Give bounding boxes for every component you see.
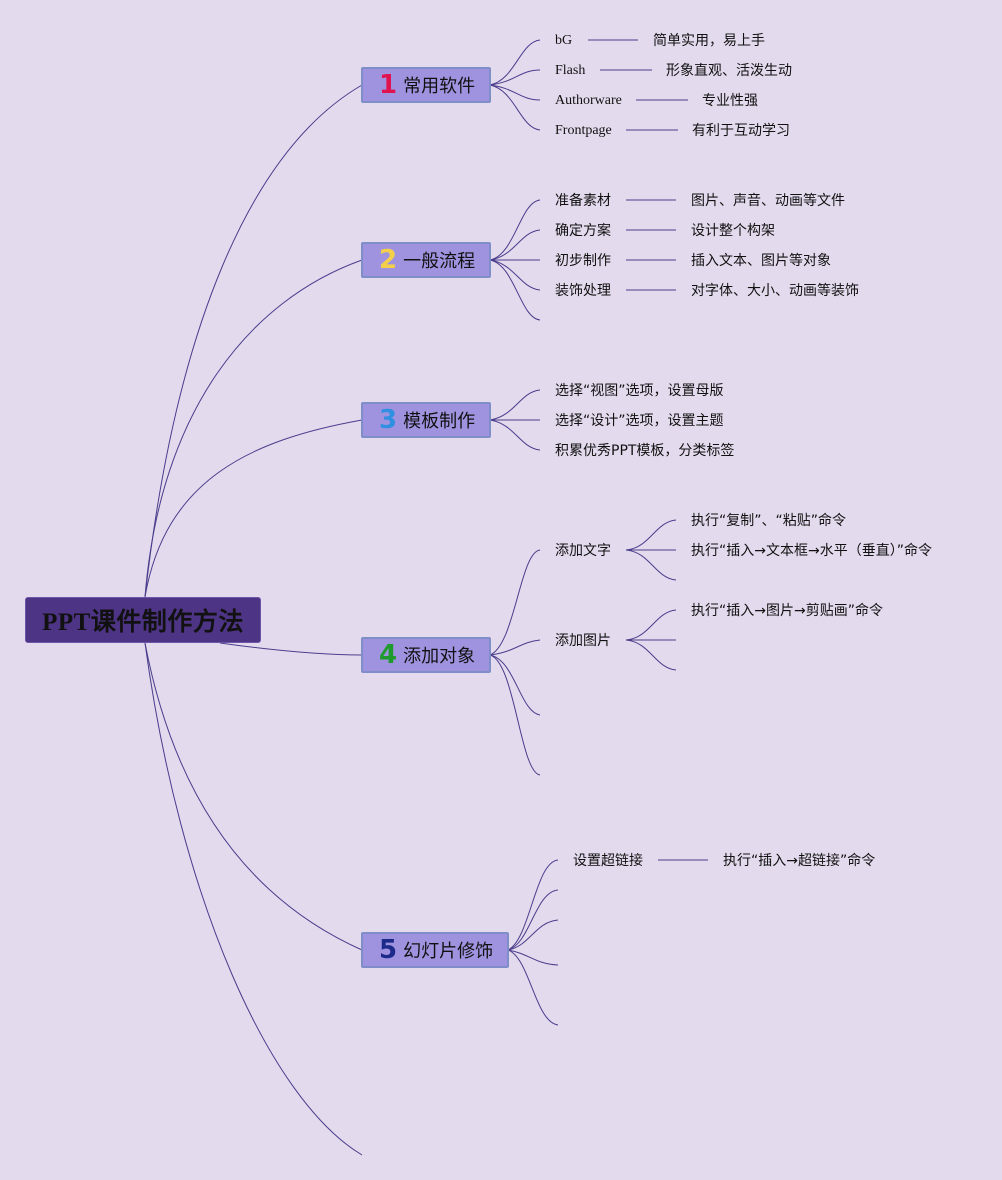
link-root-branch-3 [144,419,363,598]
leaf-label[interactable]: 添加图片 [555,633,611,649]
branch-number: 3 [379,405,398,435]
leaf-label[interactable]: 积累优秀PPT模板，分类标签 [555,443,735,459]
leaf-label[interactable]: 初步制作 [555,253,611,269]
leaf-label[interactable]: 选择“设计”选项，设置主题 [555,413,724,429]
leaf-detail[interactable]: 对字体、大小、动画等装饰 [691,283,859,299]
branch-4[interactable]: 4 添加对象 [361,637,491,673]
branch-number: 2 [379,245,398,275]
link-root-tail [144,642,363,1156]
leaf-detail[interactable]: 执行“插入→超链接”命令 [723,853,876,869]
leaf-label[interactable]: bG [555,33,573,48]
leaf-label[interactable]: 设置超链接 [573,853,643,869]
leaf-label[interactable]: 添加文字 [555,543,611,559]
leaf-label[interactable]: Frontpage [555,123,612,138]
branch-2[interactable]: 2 一般流程 [361,242,491,278]
leaf-detail[interactable]: 插入文本、图片等对象 [691,253,831,269]
root-node[interactable]: PPT课件制作方法 [25,597,261,643]
link-root-branch-4 [219,642,363,656]
link-root-branch-1 [144,84,363,598]
leaf-detail[interactable]: 图片、声音、动画等文件 [691,193,845,209]
leaf-label[interactable]: 选择“视图”选项，设置母版 [555,383,724,399]
leaf-detail[interactable]: 设计整个构架 [691,223,775,239]
link-root-branch-5 [144,642,363,951]
leaf-detail[interactable]: 执行“复制”、“粘贴”命令 [691,513,847,529]
branch-label: 添加对象 [403,646,476,667]
branch-3[interactable]: 3 模板制作 [361,402,491,438]
branch-label: 幻灯片修饰 [403,941,494,962]
branch-number: 4 [379,640,398,670]
branch-number: 1 [379,70,398,100]
branch-label: 常用软件 [403,76,476,97]
leaf-detail[interactable]: 执行“插入→图片→剪贴画”命令 [691,603,883,619]
leaf-label[interactable]: 装饰处理 [555,283,611,299]
branch-label: 一般流程 [403,251,476,272]
branch-5[interactable]: 5 幻灯片修饰 [361,932,509,968]
branch-number: 5 [379,935,398,965]
leaf-detail[interactable]: 形象直观、活泼生动 [666,63,792,79]
link-root-branch-2 [144,259,363,598]
leaf-detail[interactable]: 执行“插入→文本框→水平（垂直）”命令 [691,543,932,559]
leaf-label[interactable]: Authorware [555,93,622,108]
leaf-detail[interactable]: 有利于互动学习 [692,123,790,139]
root-label: PPT课件制作方法 [42,609,244,636]
leaf-detail[interactable]: 专业性强 [702,93,758,109]
branch-1[interactable]: 1 常用软件 [361,67,491,103]
leaf-label[interactable]: 准备素材 [555,193,611,209]
branch-label: 模板制作 [403,411,476,432]
leaf-detail[interactable]: 简单实用，易上手 [653,33,765,49]
leaf-label[interactable]: Flash [555,63,586,78]
leaf-label[interactable]: 确定方案 [555,223,611,239]
